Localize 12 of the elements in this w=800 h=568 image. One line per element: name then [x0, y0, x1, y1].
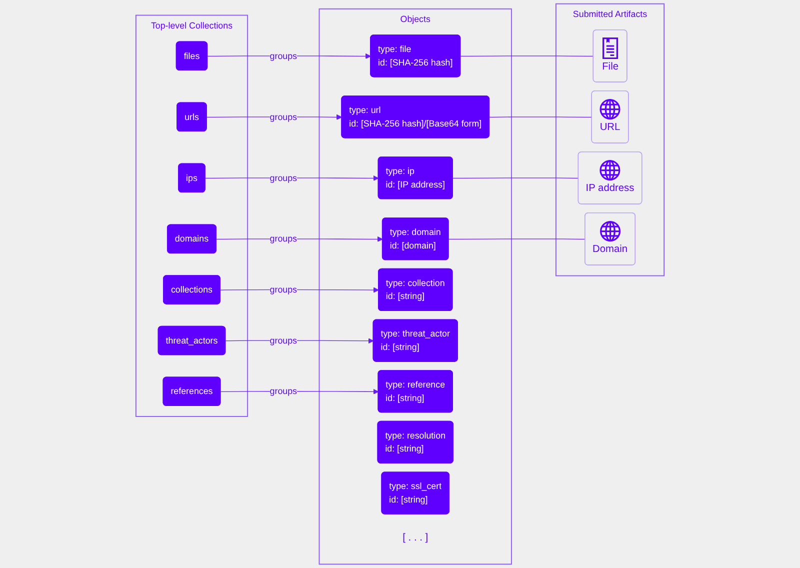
edge-label: groups: [270, 233, 297, 244]
edge-label: groups: [270, 284, 297, 294]
edge-label: groups: [270, 172, 297, 183]
edge-label: groups: [270, 50, 297, 61]
node-label: [ . . . ]: [402, 532, 428, 544]
connector: [448, 238, 586, 240]
edge-label: groups: [270, 335, 297, 346]
edge-label: groups: [270, 386, 297, 396]
edge-label: groups: [270, 112, 297, 122]
connector: [489, 116, 592, 118]
connector: [452, 178, 579, 179]
connector: [460, 56, 594, 57]
